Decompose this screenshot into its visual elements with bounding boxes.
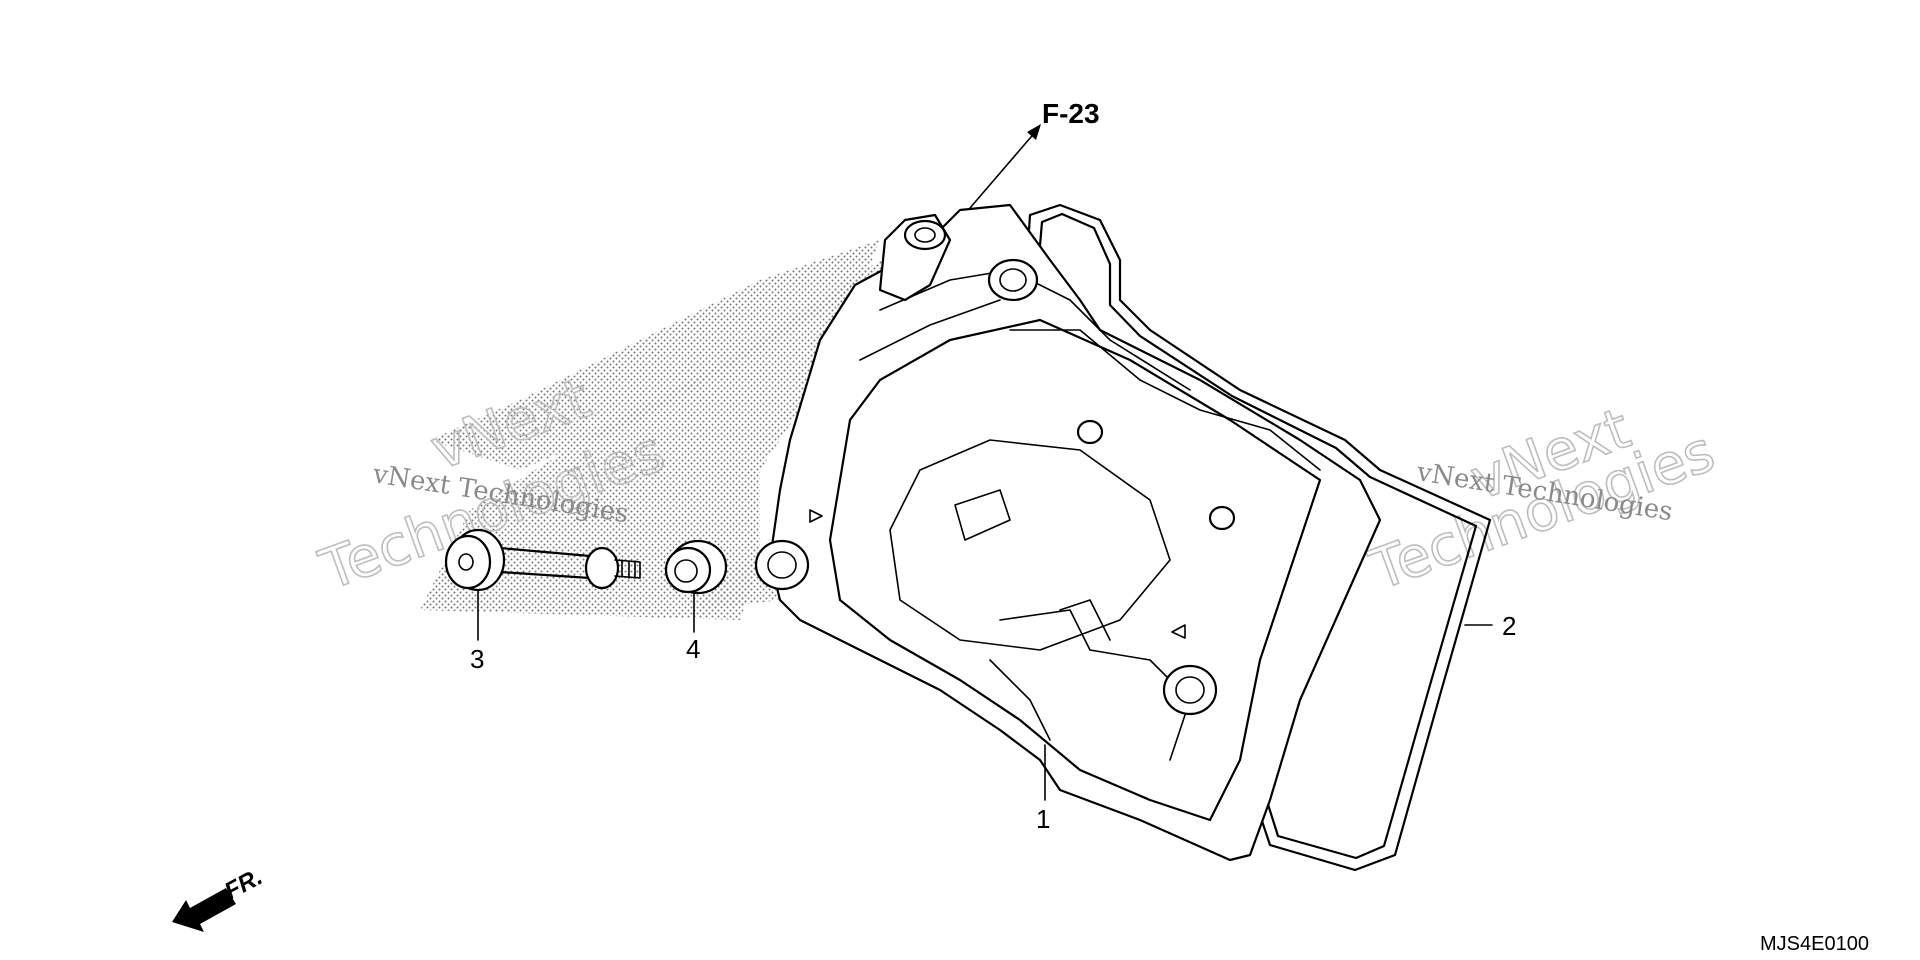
callout-part-3: 3 — [470, 644, 484, 674]
reference-f23-label: F-23 — [1042, 98, 1100, 129]
watermark-right: vNext Technologies vNext Technologies — [1361, 395, 1724, 604]
diagram-code: MJS4E0100 — [1760, 933, 1869, 955]
cylinder-head-cover-part-1 — [754, 203, 1382, 862]
seal-washer-part-4 — [664, 539, 728, 595]
callout-part-4: 4 — [686, 634, 700, 664]
callout-part-2: 2 — [1502, 611, 1516, 641]
callout-part-1: 1 — [1036, 804, 1050, 834]
front-arrow-icon — [172, 888, 236, 932]
reference-arrow-icon — [969, 124, 1041, 209]
leader-lines — [477, 589, 1493, 801]
